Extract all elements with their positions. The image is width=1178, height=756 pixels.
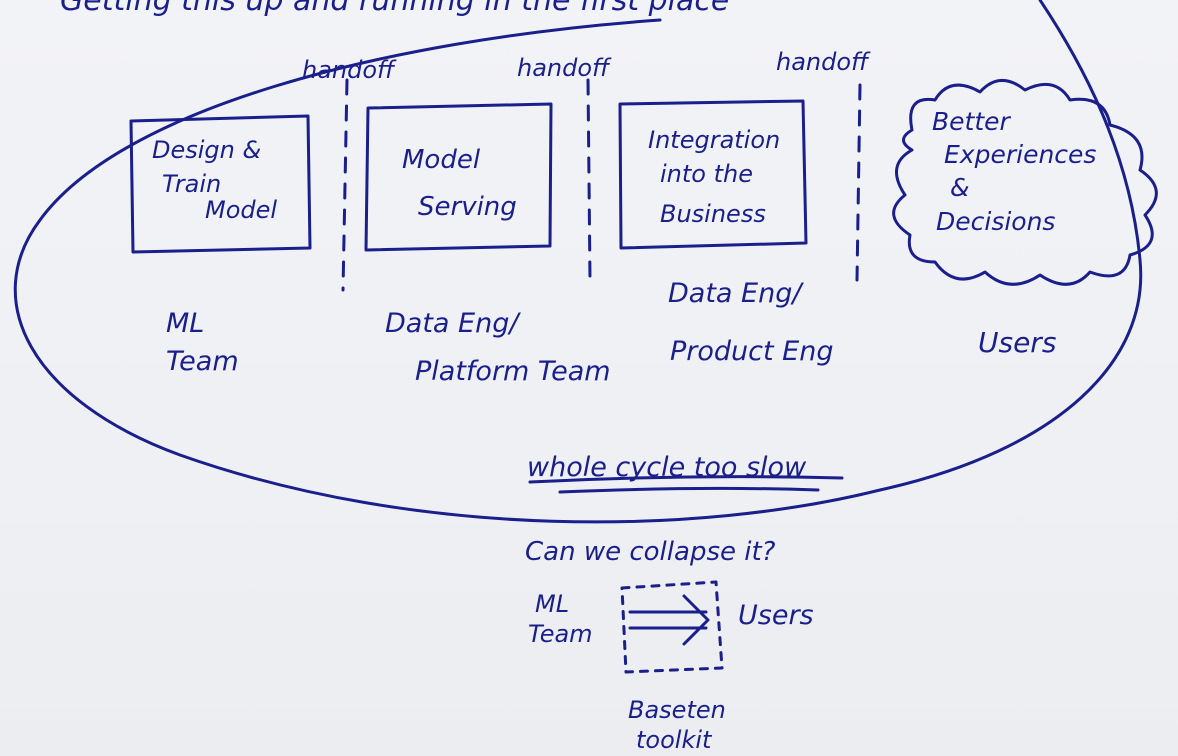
owner-product-eng: Data Eng/ Product Eng: [668, 278, 833, 367]
svg-text:Data Eng/: Data Eng/: [385, 308, 521, 339]
question-text: Can we collapse it?: [525, 537, 776, 567]
outcome-cloud: [892, 79, 1158, 286]
handoff-line-1: [341, 78, 349, 292]
svg-text:Data Eng/: Data Eng/: [668, 278, 804, 309]
collapsed-to: Users: [738, 600, 814, 631]
handoff-label-2: handoff: [517, 54, 612, 82]
enclosing-loop: [13, 0, 1143, 524]
problem-note: whole cycle too slow: [527, 452, 807, 483]
handoff-label-3: handoff: [776, 48, 871, 76]
stage-3-label: Integration into the Business: [648, 126, 780, 228]
svg-text:toolkit: toolkit: [636, 726, 713, 754]
svg-text:Baseten: Baseten: [628, 696, 726, 724]
collapse-arrow: [628, 594, 710, 646]
stage-box-2: [364, 102, 553, 252]
problem-underline-2: [558, 486, 820, 494]
svg-text:ML: ML: [166, 308, 204, 339]
svg-text:Platform Team: Platform Team: [415, 356, 611, 387]
svg-text:into the: into the: [660, 160, 753, 188]
svg-text:Model: Model: [205, 196, 277, 224]
handoff-label-1: handoff: [302, 56, 397, 84]
svg-text:ML: ML: [535, 590, 569, 618]
outcome-label: Better Experiences & Decisions: [932, 107, 1096, 236]
svg-text:&: &: [950, 173, 970, 202]
svg-text:Integration: Integration: [648, 126, 780, 154]
handoff-line-3: [855, 83, 862, 282]
stage-2-label: Model Serving: [402, 145, 517, 222]
owner-users: Users: [978, 326, 1056, 359]
svg-text:Train: Train: [162, 170, 221, 198]
handoff-line-2: [586, 78, 592, 282]
stage-1-label: Design & Train Model: [152, 136, 277, 224]
problem-underline-1: [528, 475, 844, 484]
svg-text:Product Eng: Product Eng: [670, 336, 833, 367]
owner-platform-team: Data Eng/ Platform Team: [385, 308, 611, 387]
toolkit-label: Baseten toolkit: [628, 696, 726, 754]
top-text: Getting this up and running in the first…: [60, 0, 729, 18]
collapsed-from: ML Team: [528, 590, 593, 648]
svg-text:Team: Team: [528, 620, 593, 648]
svg-text:Team: Team: [166, 346, 239, 377]
stage-box-3: [618, 99, 808, 250]
svg-text:Model: Model: [402, 145, 481, 175]
stage-box-1: [129, 114, 312, 254]
svg-text:Serving: Serving: [418, 192, 517, 222]
svg-text:Better: Better: [932, 107, 1012, 136]
svg-text:Experiences: Experiences: [944, 140, 1096, 169]
toolkit-box: [620, 580, 724, 674]
owner-ml-team: ML Team: [166, 308, 239, 377]
svg-text:Business: Business: [660, 200, 766, 228]
svg-text:Decisions: Decisions: [936, 207, 1055, 236]
svg-text:Design &: Design &: [152, 136, 261, 164]
